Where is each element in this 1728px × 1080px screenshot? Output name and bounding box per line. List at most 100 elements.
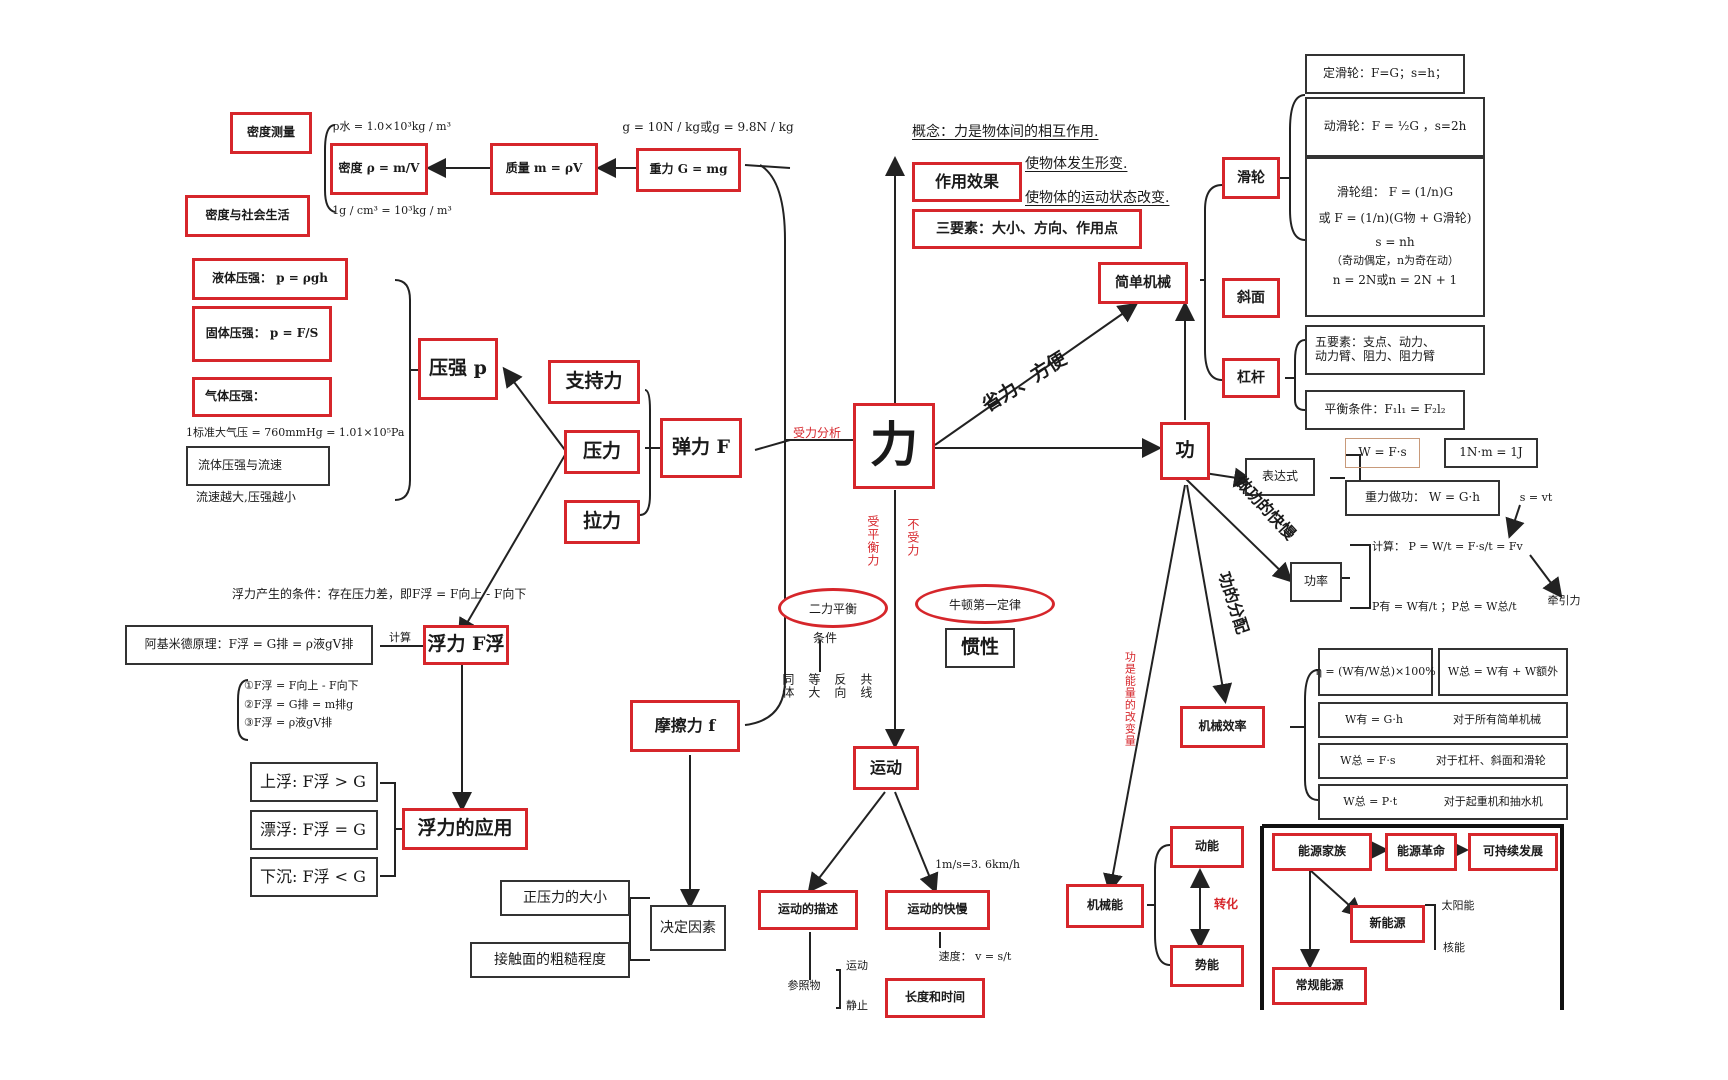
float-up-card: 上浮: F浮 > G — [250, 762, 378, 802]
w-useful-card: W有 = G·h 对于所有简单机械 — [1318, 702, 1568, 738]
w-crane-formula: W总 = P·t — [1343, 794, 1398, 808]
condition-item: 等大 — [806, 673, 821, 699]
buoyancy-formula-line: ①F浮 = F向上 - F向下 — [244, 679, 359, 693]
gravity-work-card: 重力做功： W = G·h — [1345, 480, 1500, 516]
effect-deformation: 使物体发生形变. — [1025, 155, 1128, 172]
action-effects-node[interactable]: 作用效果 — [912, 162, 1022, 202]
lever-five-line: 五要素：支点、动力、 — [1315, 335, 1436, 350]
w-useful-note: 对于所有简单机械 — [1452, 712, 1541, 726]
density-unit-text: 1g / cm³ = 10³kg / m³ — [332, 203, 452, 217]
pulley-set-line: s = nh — [1375, 234, 1415, 249]
solid-pressure-node[interactable]: 固体压强： p = F/S — [192, 306, 332, 362]
conventional-energy-node[interactable]: 常规能源 — [1272, 967, 1367, 1005]
three-elements-node[interactable]: 三要素：大小、方向、作用点 — [912, 209, 1142, 249]
motion-node[interactable]: 运动 — [853, 746, 919, 790]
power-calc-formula: 计算： P = W/t = F·s/t = Fv — [1372, 539, 1523, 553]
tension-node[interactable]: 拉力 — [564, 500, 640, 544]
condition-item: 反向 — [832, 673, 847, 699]
kinetic-energy-node[interactable]: 动能 — [1170, 826, 1244, 868]
density-node[interactable]: 密度 ρ = m/V — [330, 143, 428, 195]
buoyancy-formula-line: ②F浮 = G排 = m排g — [244, 697, 354, 711]
mass-node[interactable]: 质量 m = ρV — [490, 143, 598, 195]
density-measure-node[interactable]: 密度测量 — [230, 112, 312, 154]
support-force-node[interactable]: 支持力 — [548, 360, 640, 404]
length-time-node[interactable]: 长度和时间 — [885, 978, 985, 1018]
inertia-card: 惯性 — [945, 628, 1015, 668]
expression-card: 表达式 — [1245, 458, 1315, 496]
force-concept: 概念：力是物体间的相互作用. — [912, 123, 1099, 140]
lever-five-line: 动力臂、阻力、阻力臂 — [1315, 349, 1436, 363]
w-lever-note: 对于杠杆、斜面和滑轮 — [1435, 753, 1546, 767]
pulley-set-line: 或 F = (1/n)(G物 + G滑轮) — [1318, 210, 1472, 225]
friction-factors-card: 决定因素 — [650, 905, 726, 951]
moving-pulley-card: 动滑轮：F = ½G ，s=2h — [1305, 97, 1485, 157]
balanced-force-label: 受平衡力 — [865, 515, 880, 567]
normal-force-card: 正压力的大小 — [500, 880, 630, 916]
still-label: 静止 — [846, 998, 868, 1012]
fluid-pressure-card: 流体压强与流速 — [186, 446, 330, 486]
mechanical-energy-node[interactable]: 机械能 — [1066, 884, 1144, 928]
gas-pressure-node[interactable]: 气体压强： — [192, 377, 332, 417]
pulley-node[interactable]: 滑轮 — [1222, 157, 1280, 199]
buoyancy-application-node[interactable]: 浮力的应用 — [402, 808, 528, 850]
floating-card: 漂浮: F浮 = G — [250, 810, 378, 850]
pulley-set-line: 滑轮组： F = (1/n)G — [1336, 185, 1454, 200]
lever-five-elements-card: 五要素：支点、动力、 动力臂、阻力、阻力臂 — [1305, 325, 1485, 375]
velocity-formula: 速度： v = s/t — [938, 949, 1012, 963]
simple-machines-node[interactable]: 简单机械 — [1098, 262, 1188, 304]
speed-conversion-text: 1m/s=3. 6km/h — [935, 857, 1020, 871]
condition-item: 同体 — [780, 673, 795, 699]
g-value-text: g = 10N / kg或g = 9.8N / kg — [622, 120, 794, 135]
w-lever-formula: W总 = F·s — [1340, 753, 1396, 767]
sink-card: 下沉: F浮 < G — [250, 857, 378, 897]
energy-change-label: 功是能量的改变量 — [1123, 651, 1137, 747]
reference-label: 参照物 — [787, 978, 821, 992]
newton-first-law-ellipse[interactable]: 牛顿第一定律 — [915, 584, 1055, 624]
work-node[interactable]: 功 — [1160, 422, 1210, 480]
traction-label: 牵引力 — [1547, 593, 1581, 607]
s-vt-text: s = vt — [1519, 490, 1553, 504]
condition-item: 共线 — [858, 673, 873, 699]
buoyancy-node[interactable]: 浮力 F浮 — [423, 625, 509, 665]
density-society-node[interactable]: 密度与社会生活 — [185, 195, 310, 237]
buoyancy-formulas: ①F浮 = F向上 - F向下 ②F浮 = G排 = m排g ③F浮 = ρ液g… — [240, 672, 390, 738]
effect-motion-change: 使物体的运动状态改变. — [1025, 189, 1170, 206]
water-density-text: ρ水 = 1.0×10³kg / m³ — [332, 119, 452, 133]
conversion-label: 转化 — [1213, 897, 1238, 912]
pressure-node[interactable]: 压强 p — [418, 338, 498, 400]
new-energy-node[interactable]: 新能源 — [1350, 905, 1425, 943]
buoyancy-formula-line: ③F浮 = ρ液gV排 — [244, 716, 333, 730]
lever-node[interactable]: 杠杆 — [1222, 358, 1280, 398]
elastic-force-node[interactable]: 弹力 F — [660, 418, 742, 478]
fixed-pulley-card: 定滑轮：F=G；s=h； — [1305, 54, 1465, 94]
weight-node[interactable]: 重力 G = mg — [636, 148, 741, 192]
motion-description-node[interactable]: 运动的描述 — [758, 890, 858, 930]
w-total-card: W总 = W有 + W额外 — [1438, 648, 1568, 696]
sustainable-development-node[interactable]: 可持续发展 — [1468, 833, 1558, 871]
power-card: 功率 — [1290, 562, 1342, 602]
force-analysis-label: 受力分析 — [792, 426, 841, 441]
efficiency-node[interactable]: 机械效率 — [1180, 706, 1265, 748]
energy-family-node[interactable]: 能源家族 — [1272, 833, 1372, 871]
energy-revolution-node[interactable]: 能源革命 — [1385, 833, 1457, 871]
potential-energy-node[interactable]: 势能 — [1170, 945, 1244, 987]
eta-formula-card: η = (W有/W总)×100% — [1315, 648, 1436, 696]
condition-label: 条件 — [812, 631, 837, 646]
motion-speed-node[interactable]: 运动的快慢 — [885, 890, 990, 930]
pressure-force-node[interactable]: 压力 — [564, 430, 640, 474]
joule-unit-card: 1N·m = 1J — [1444, 438, 1538, 468]
power-parts-formula: P有 = W有/t ；P总 = W总/t — [1372, 599, 1517, 613]
solar-label: 太阳能 — [1441, 898, 1475, 912]
w-fs-formula: W = F·s — [1345, 438, 1420, 468]
moving-label: 运动 — [846, 958, 868, 972]
center-force-node[interactable]: 力 — [853, 403, 935, 489]
archimedes-card: 阿基米德原理：F浮 = G排 = ρ液gV排 — [125, 625, 373, 665]
liquid-pressure-node[interactable]: 液体压强： p = ρgh — [192, 258, 348, 300]
fluid-pressure-note: 流速越大,压强越小 — [196, 490, 296, 505]
incline-node[interactable]: 斜面 — [1222, 278, 1280, 318]
lever-balance-card: 平衡条件：F₁l₁ = F₂l₂ — [1305, 390, 1465, 430]
pulley-set-line: （奇动偶定，n为奇在动） — [1330, 254, 1460, 268]
no-force-label: 不受力 — [905, 517, 920, 557]
friction-node[interactable]: 摩擦力 f — [630, 700, 740, 752]
two-force-balance-ellipse[interactable]: 二力平衡 — [778, 588, 888, 628]
